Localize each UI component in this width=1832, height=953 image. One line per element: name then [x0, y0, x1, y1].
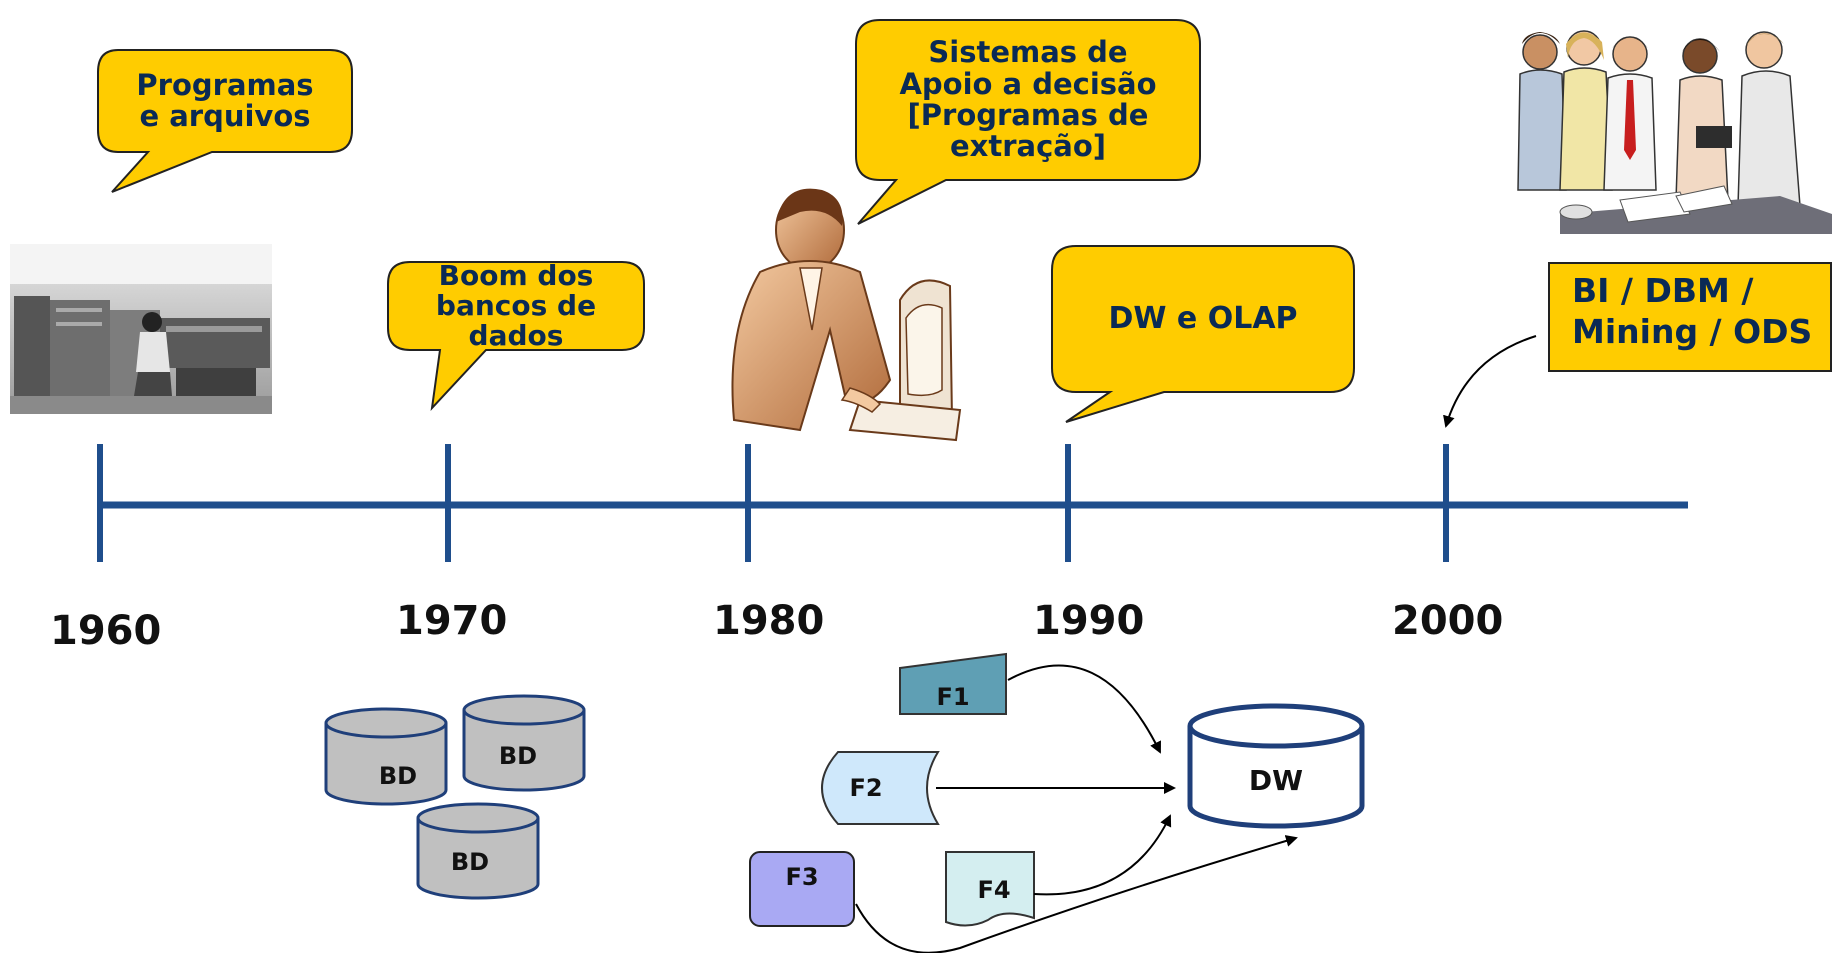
data-warehouse-cylinder [1187, 703, 1365, 829]
arrow-f3-to-dw [855, 835, 1298, 953]
source-f1 [899, 652, 1007, 715]
bd-label-3: BD [451, 848, 489, 876]
callout-1980-text: Sistemas de Apoio a decisão [Programas d… [899, 35, 1157, 164]
arrow-f1-to-dw [1007, 664, 1161, 754]
dw-arrows [855, 664, 1298, 953]
business-team-clipart [1508, 20, 1832, 234]
year-1970: 1970 [396, 598, 508, 644]
arrow-f4-to-dw [1033, 814, 1172, 896]
callout-1990 [1051, 245, 1355, 423]
arrow-bi-to-2000 [1443, 335, 1537, 428]
f2-label: F2 [849, 774, 882, 802]
callout-1980 [855, 19, 1201, 225]
dw-label: DW [1249, 764, 1303, 797]
bd-label-2: BD [499, 742, 537, 770]
callout-2000-box: BI / DBM / Mining / ODS [1548, 262, 1832, 372]
callout-1970 [387, 261, 645, 411]
callout-1960-text: Programas e arquivos [136, 67, 314, 133]
year-1990: 1990 [1033, 598, 1145, 644]
f4-label: F4 [977, 876, 1010, 904]
year-1980: 1980 [713, 598, 825, 644]
database-cylinder-1 [324, 707, 448, 806]
person-at-computer-clipart [731, 188, 962, 442]
database-cylinder-2 [462, 694, 586, 792]
timeline-axis [97, 444, 1688, 562]
callout-1960 [97, 49, 353, 193]
year-2000: 2000 [1392, 598, 1504, 644]
f1-label: F1 [936, 683, 969, 711]
source-f2 [821, 751, 940, 825]
callout-1970-text: Boom dos bancos de dados [435, 258, 597, 353]
database-cylinder-3 [416, 802, 540, 900]
bd-label-1: BD [379, 762, 417, 790]
f3-label: F3 [785, 863, 818, 891]
year-1960: 1960 [50, 608, 162, 654]
callout-1990-text: DW e OLAP [1108, 300, 1298, 336]
mainframe-photo [10, 244, 272, 414]
source-f3 [749, 851, 855, 927]
source-f4 [945, 851, 1035, 927]
